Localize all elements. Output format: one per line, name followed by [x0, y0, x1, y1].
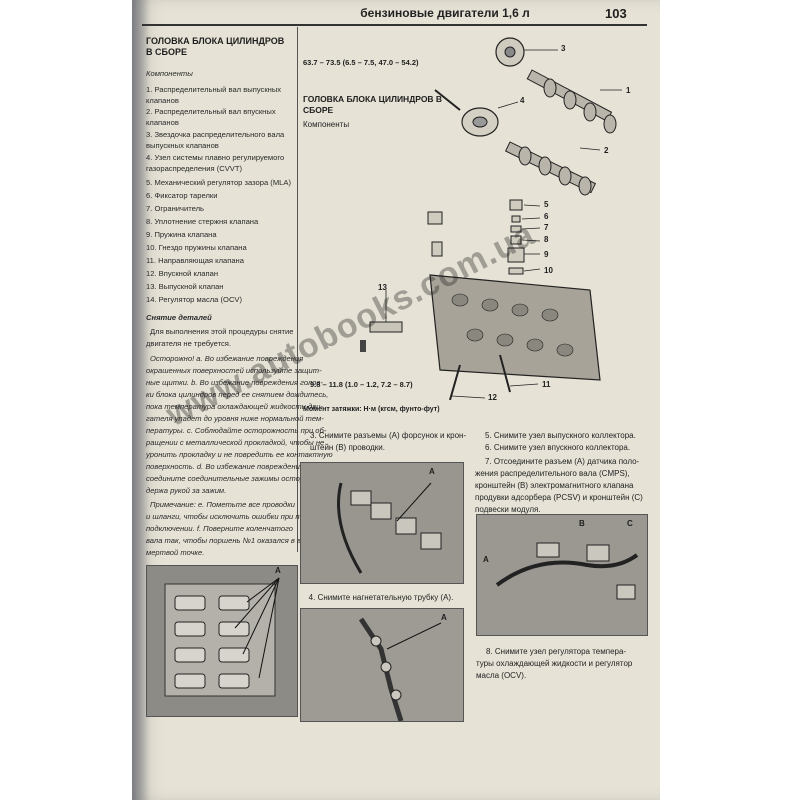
figure-title: ГОЛОВКА БЛОКА ЦИЛИНДРОВ В СБОРЕ [303, 94, 443, 115]
torque-spec-top: 63.7 – 73.5 (6.5 – 7.5, 47.0 – 54.2) [303, 58, 419, 67]
list-item: 6. Фиксатор тарелки [146, 191, 218, 200]
caution-line: окрашенных поверхностей используйте защи… [146, 366, 322, 375]
caution-line: пературы. c. Соблюдайте осторожность при… [146, 426, 327, 435]
step-3-line: 3. Снимите разъемы (A) форсунок и крон- [310, 431, 467, 440]
callout-11: 11 [542, 380, 551, 389]
torque-spec-bottom: 9.8 – 11.8 (1.0 – 1.2, 7.2 – 8.7) [310, 380, 413, 389]
list-item: выпускных клапанов [146, 141, 219, 150]
callout-4: 4 [520, 96, 525, 105]
list-item: 7. Ограничитель [146, 204, 204, 213]
caution-line: поверхность. d. Во избежание повреждения… [146, 462, 320, 471]
callout-7: 7 [544, 223, 549, 232]
column-divider [297, 27, 298, 552]
removal-heading: Снятие деталей [146, 313, 212, 322]
list-item: 9. Пружина клапана [146, 230, 217, 239]
photo-injector-connectors: A [300, 462, 464, 584]
step-5: 5. Снимите узел выпускного коллектора. [485, 431, 636, 440]
page-number: 103 [605, 6, 627, 21]
note-line: подключении. f. Поверните коленчатого [146, 524, 294, 533]
section-title: ГОЛОВКА БЛОКА ЦИЛИНДРОВ В СБОРЕ [146, 36, 285, 57]
photo-cmps-brackets: A B C [476, 514, 648, 636]
step-7-line: кронштейн (B) электромагнитного клапана [475, 481, 634, 490]
list-item: 12. Впускной клапан [146, 269, 219, 278]
note-line: и шланги, чтобы исключить ошибки при пов… [146, 512, 336, 521]
list-item: 5. Механический регулятор зазора (MLA) [146, 178, 291, 187]
caution-line: пока температура охлаждающей жидкости дв… [146, 402, 323, 411]
list-item: 10. Гнездо пружины клапана [146, 243, 247, 252]
note-line: мертвой точке. [146, 548, 205, 557]
callout-10: 10 [544, 266, 553, 275]
photo-label-a: A [441, 613, 447, 622]
step-7-line: жения распределительного вала (CMPS), [475, 469, 630, 478]
page-spine-shadow [132, 0, 150, 800]
list-item: клапанов [146, 96, 179, 105]
callout-5: 5 [544, 200, 549, 209]
removal-intro-line: двигателя не требуется. [146, 339, 232, 348]
torque-caption: Момент затяжки: Н·м (кгсм, фунто-фут) [303, 406, 440, 413]
step-8-line: масла (OCV). [476, 671, 527, 680]
delivery-pipe-illustration [301, 609, 463, 721]
photo-delivery-pipe: A [300, 608, 464, 722]
photo-camshaft-bearing-caps: A [146, 565, 298, 717]
list-item: 2. Распределительный вал впускных [146, 107, 276, 116]
callout-13: 13 [378, 283, 387, 292]
caution-line: ные щитки. b. Во избежание повреждения г… [146, 378, 323, 387]
cylinder-head-exploded-diagram [360, 37, 622, 400]
caution-line: ки блока цилиндров перед ее снятием дожд… [146, 390, 329, 399]
step-8-line: туры охлаждающей жидкости и регулятор [476, 659, 633, 668]
list-item: 13. Выпускной клапан [146, 282, 224, 291]
list-item: 1. Распределительный вал выпускных [146, 85, 282, 94]
photo-label-c: C [627, 519, 633, 528]
caution-line: Осторожно! a. Во избежание повреждения [150, 354, 304, 363]
note-line: Примечание: e. Пометьте все проводки [150, 500, 296, 509]
step-6: 6. Снимите узел впускного коллектора. [485, 443, 631, 452]
caution-line: уронить прокладку и не повредить ее конт… [146, 450, 333, 459]
callout-6: 6 [544, 212, 549, 221]
injector-connectors-illustration [301, 463, 463, 583]
components-heading: Компоненты [146, 69, 193, 78]
photo-label-a: A [429, 467, 435, 476]
bearing-caps-illustration [147, 566, 297, 716]
step-7-line: 7. Отсоедините разъем (A) датчика поло- [485, 457, 640, 466]
list-item: 14. Регулятор масла (OCV) [146, 295, 243, 304]
caution-line: гателя упадет до уровня ниже нормальной … [146, 414, 324, 423]
callout-8: 8 [544, 235, 549, 244]
header-rule [142, 24, 647, 26]
list-item: 3. Звездочка распределительного вала [146, 130, 285, 139]
callout-3: 3 [561, 44, 566, 53]
list-item: клапанов [146, 118, 179, 127]
removal-intro-line: Для выполнения этой процедуры снятие [150, 327, 294, 336]
callout-1: 1 [626, 86, 631, 95]
step-7-line: подвески модуля. [475, 505, 541, 514]
callout-2: 2 [604, 146, 609, 155]
callout-12: 12 [488, 393, 497, 402]
list-item: 4. Узел системы плавно регулируемого [146, 153, 285, 162]
photo-label-a: A [483, 555, 489, 564]
caution-line: ращении с металлической прокладкой, чтоб… [146, 438, 325, 447]
cmps-brackets-illustration [477, 515, 647, 635]
list-item: 8. Уплотнение стержня клапана [146, 217, 259, 226]
photo-label-a: A [275, 566, 281, 575]
step-3-line: штейн (B) проводки. [310, 443, 385, 452]
list-item: газораспределения (CVVT) [146, 164, 243, 173]
photo-label-b: B [579, 519, 585, 528]
step-4: 4. Снимите нагнетательную трубку (A). [308, 593, 454, 602]
running-header: бензиновые двигатели 1,6 л [360, 6, 530, 20]
list-item: 11. Направляющая клапана [146, 256, 244, 265]
figure-subtitle: Компоненты [303, 120, 350, 129]
caution-line: держа рукой за зажим. [146, 486, 227, 495]
callout-9: 9 [544, 250, 549, 259]
note-line: вала так, чтобы поршень №1 оказался в ве… [146, 536, 326, 545]
caution-line: соедините соединительные зажимы осторожн… [146, 474, 324, 483]
step-7-line: продувки адсорбера (PCSV) и кронштейн (C… [475, 493, 643, 502]
step-8-line: 8. Снимите узел регулятора темпера- [486, 647, 627, 656]
